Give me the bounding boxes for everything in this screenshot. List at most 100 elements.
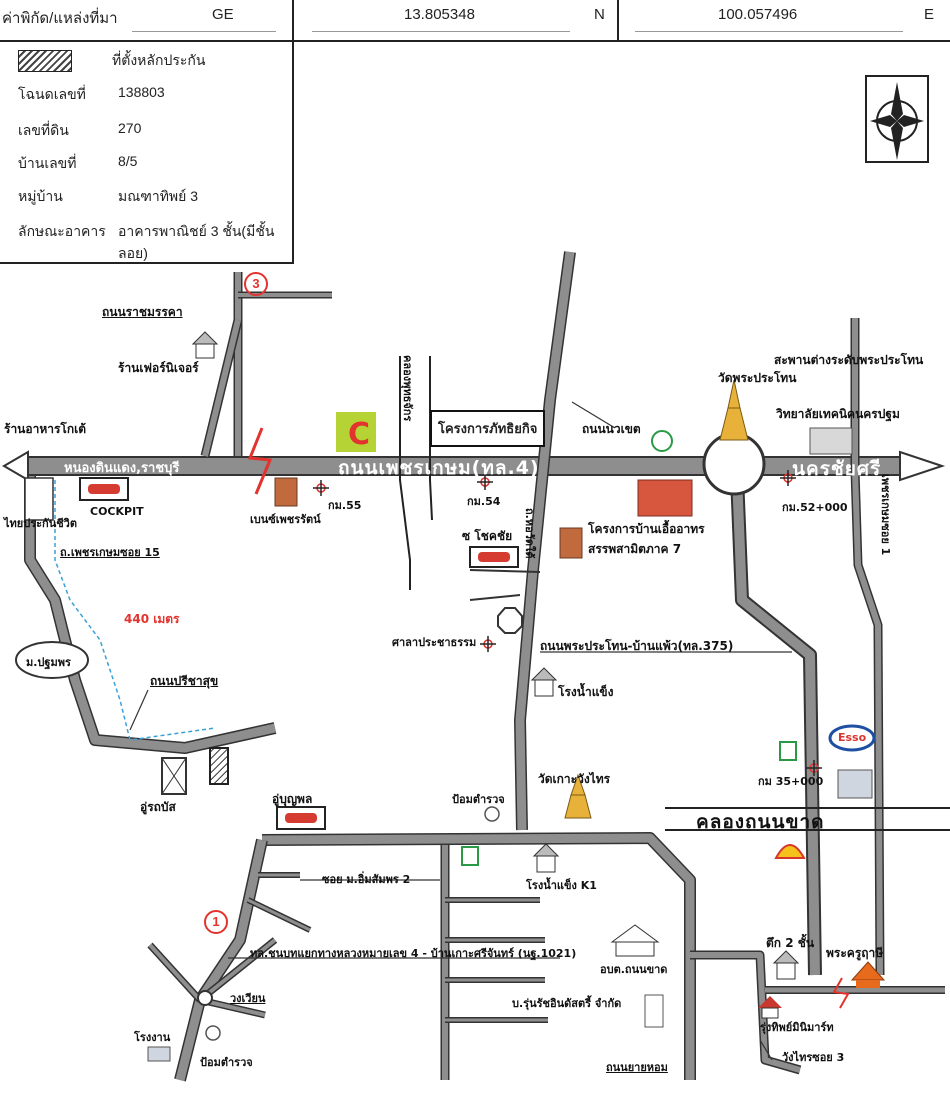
pointer-lines bbox=[129, 401, 792, 1061]
bank-logo-icon bbox=[651, 430, 673, 452]
shell-logo-icon bbox=[774, 844, 806, 859]
longitude-dir: E bbox=[924, 6, 935, 23]
car-dealer-icon bbox=[276, 806, 326, 830]
coordinate-header: ค่าพิกัด/แหล่งที่มา GE 13.805348 N 100.0… bbox=[0, 0, 950, 42]
info-label: เลขที่ดิน bbox=[18, 122, 69, 138]
label-distance: 440 เมตร bbox=[124, 612, 180, 626]
label-preecha-suk: ถนนปรีชาสุข bbox=[150, 674, 219, 688]
road-break-icon bbox=[247, 427, 273, 495]
bigc-logo-icon: C bbox=[336, 412, 376, 452]
label-phetkasem-soi1: เพชรเกษมซอย 1 bbox=[879, 474, 892, 556]
label-wang-sai-soi3: วังไทรซอย 3 bbox=[782, 1051, 845, 1064]
info-value: อาคารพาณิชย์ 3 ชั้น(มีชั้นลอย) bbox=[118, 223, 275, 261]
label-phetkasem: ถนนเพชรเกษม(ทล.4) bbox=[338, 457, 540, 479]
seven-eleven-icon bbox=[461, 846, 479, 866]
km-marker-icon bbox=[780, 470, 796, 486]
house-icon bbox=[772, 950, 800, 980]
distance-path bbox=[54, 480, 216, 741]
label-nawakhet: ถนนนวเขต bbox=[582, 422, 641, 436]
lon-underline bbox=[635, 31, 903, 32]
label-obt: อบต.ถนนขาด bbox=[600, 963, 668, 976]
building-icon bbox=[809, 427, 853, 455]
compass-icon bbox=[865, 75, 929, 163]
label-thai-insurance: ไทยประกันชีวิต bbox=[4, 517, 77, 530]
info-label: โฉนดเลขที่ bbox=[18, 86, 86, 102]
label-wat-ko-wang-sai: วัดเกาะวังไทร bbox=[538, 772, 611, 786]
info-label: บ้านเลขที่ bbox=[18, 155, 77, 171]
label-kho-wat-tai: ถ.หอวัดใต้ bbox=[523, 508, 536, 559]
info-value: 270 bbox=[118, 120, 142, 136]
label-restaurant: ร้านอาหารโกเต้ bbox=[4, 422, 87, 436]
property-location-marker bbox=[209, 747, 229, 785]
hatch-legend-swatch bbox=[18, 50, 72, 72]
label-ice-factory-k1: โรงน้ำแข็ง K1 bbox=[526, 879, 597, 892]
label-km35: กม 35+000 bbox=[758, 775, 824, 788]
label-u-boonphon: อู่บุญพล bbox=[272, 792, 313, 806]
label-phraprathon-banphaeo: ถนนพระประโทน-บ้านแพ้ว(ทล.375) bbox=[540, 639, 734, 653]
label-police: ป้อมตำรวจ bbox=[452, 793, 505, 806]
info-value: มณฑาทิพย์ 3 bbox=[118, 188, 199, 204]
sala-octagon-icon bbox=[497, 607, 523, 634]
km-marker-icon bbox=[806, 760, 822, 776]
info-value: 8/5 bbox=[118, 153, 138, 169]
village-oval bbox=[15, 641, 89, 679]
esso-logo-icon bbox=[828, 724, 876, 752]
label-tuk2: ตึก 2 ชั้น bbox=[766, 936, 815, 950]
km-marker-icon bbox=[477, 474, 493, 490]
source-underline bbox=[132, 31, 276, 32]
label-cockpit: COCKPIT bbox=[90, 505, 144, 518]
label-khlong-thanon-khat: คลองถนนขาด bbox=[696, 811, 825, 833]
km-marker-icon bbox=[480, 636, 496, 652]
label-phrakru-rishi: พระครูฤาษี bbox=[826, 946, 884, 960]
info-value: 138803 bbox=[118, 84, 165, 100]
label-sorapanlamphak: สรรพสามิตภาค 7 bbox=[588, 542, 682, 556]
label-nakhonchaisi: นครชัยศรี bbox=[792, 458, 882, 480]
road-break-icon bbox=[832, 977, 850, 1009]
svg-text:C: C bbox=[348, 417, 370, 452]
label-nongdindaeng: หนองดินแดง,ราชบุรี bbox=[64, 461, 180, 476]
divider bbox=[617, 0, 619, 40]
label-soi-imsamphon: ซอย ม.อิ่มสัมพร 2 bbox=[322, 873, 411, 886]
coord-label: ค่าพิกัด/แหล่งที่มา bbox=[2, 10, 118, 27]
police-booth-icon bbox=[484, 806, 500, 822]
latitude-value: 13.805348 bbox=[404, 6, 475, 23]
car-dealer-icon bbox=[469, 546, 519, 568]
label-km52: กม.52+000 bbox=[782, 501, 848, 514]
police-booth-icon bbox=[205, 1025, 221, 1041]
label-factory: โรงงาน bbox=[134, 1031, 171, 1044]
garage-icon bbox=[161, 757, 187, 795]
legend-text: ที่ตั้งหลักประกัน bbox=[112, 52, 206, 68]
house-icon bbox=[191, 331, 219, 359]
label-rungthip: รุ่งทิพย์มินิมาร์ท bbox=[760, 1021, 834, 1034]
info-label: หมู่บ้าน bbox=[18, 188, 63, 204]
seven-eleven-icon bbox=[779, 741, 797, 761]
property-info-box: ที่ตั้งหลักประกัน โฉนดเลขที่ 138803 เลขท… bbox=[0, 40, 294, 264]
label-wat-phrapathon: วัดพระประโทน bbox=[718, 371, 797, 385]
canal bbox=[665, 807, 950, 831]
marker-3: 3 bbox=[244, 272, 268, 296]
info-label: ลักษณะอาคาร bbox=[18, 223, 106, 239]
label-benz: เบนซ์เพชรรัตน์ bbox=[250, 513, 321, 526]
label-company: บ.รุ่นรัชอินดัสตรี้ จำกัด bbox=[512, 997, 622, 1010]
label-phetkasem-soi15: ถ.เพชรเกษมซอย 15 bbox=[60, 546, 160, 559]
label-police-2: ป้อมตำรวจ bbox=[200, 1056, 253, 1069]
latitude-dir: N bbox=[594, 6, 605, 23]
lat-underline bbox=[312, 31, 570, 32]
temple-stupa-icon bbox=[564, 773, 592, 819]
label-sala: ศาลาประชาธรรม bbox=[392, 636, 477, 649]
label-ice-factory: โรงน้ำแข็ง bbox=[558, 685, 614, 699]
car-dealer-icon bbox=[79, 477, 129, 501]
label-sochokchai: ซ โชคชัย bbox=[462, 529, 513, 543]
label-highway-link: ทล.ชนบทแยกทางหลวงหมายเลข 4 - บ้านเกาะศรี… bbox=[250, 947, 577, 960]
label-thanon-yai-hom: ถนนยายหอม bbox=[606, 1061, 668, 1074]
roundabout-small bbox=[197, 990, 213, 1006]
label-khlong-phutthajak: คลองพุทธจักร bbox=[401, 355, 414, 422]
km-marker-icon bbox=[313, 480, 329, 496]
road-arrows bbox=[2, 450, 946, 482]
building-icon bbox=[24, 477, 54, 521]
house-icon bbox=[532, 843, 560, 873]
label-bridge: สะพานต่างระดับพระประโทน bbox=[774, 353, 924, 367]
building-icon bbox=[644, 994, 664, 1028]
building-icon bbox=[559, 527, 583, 559]
